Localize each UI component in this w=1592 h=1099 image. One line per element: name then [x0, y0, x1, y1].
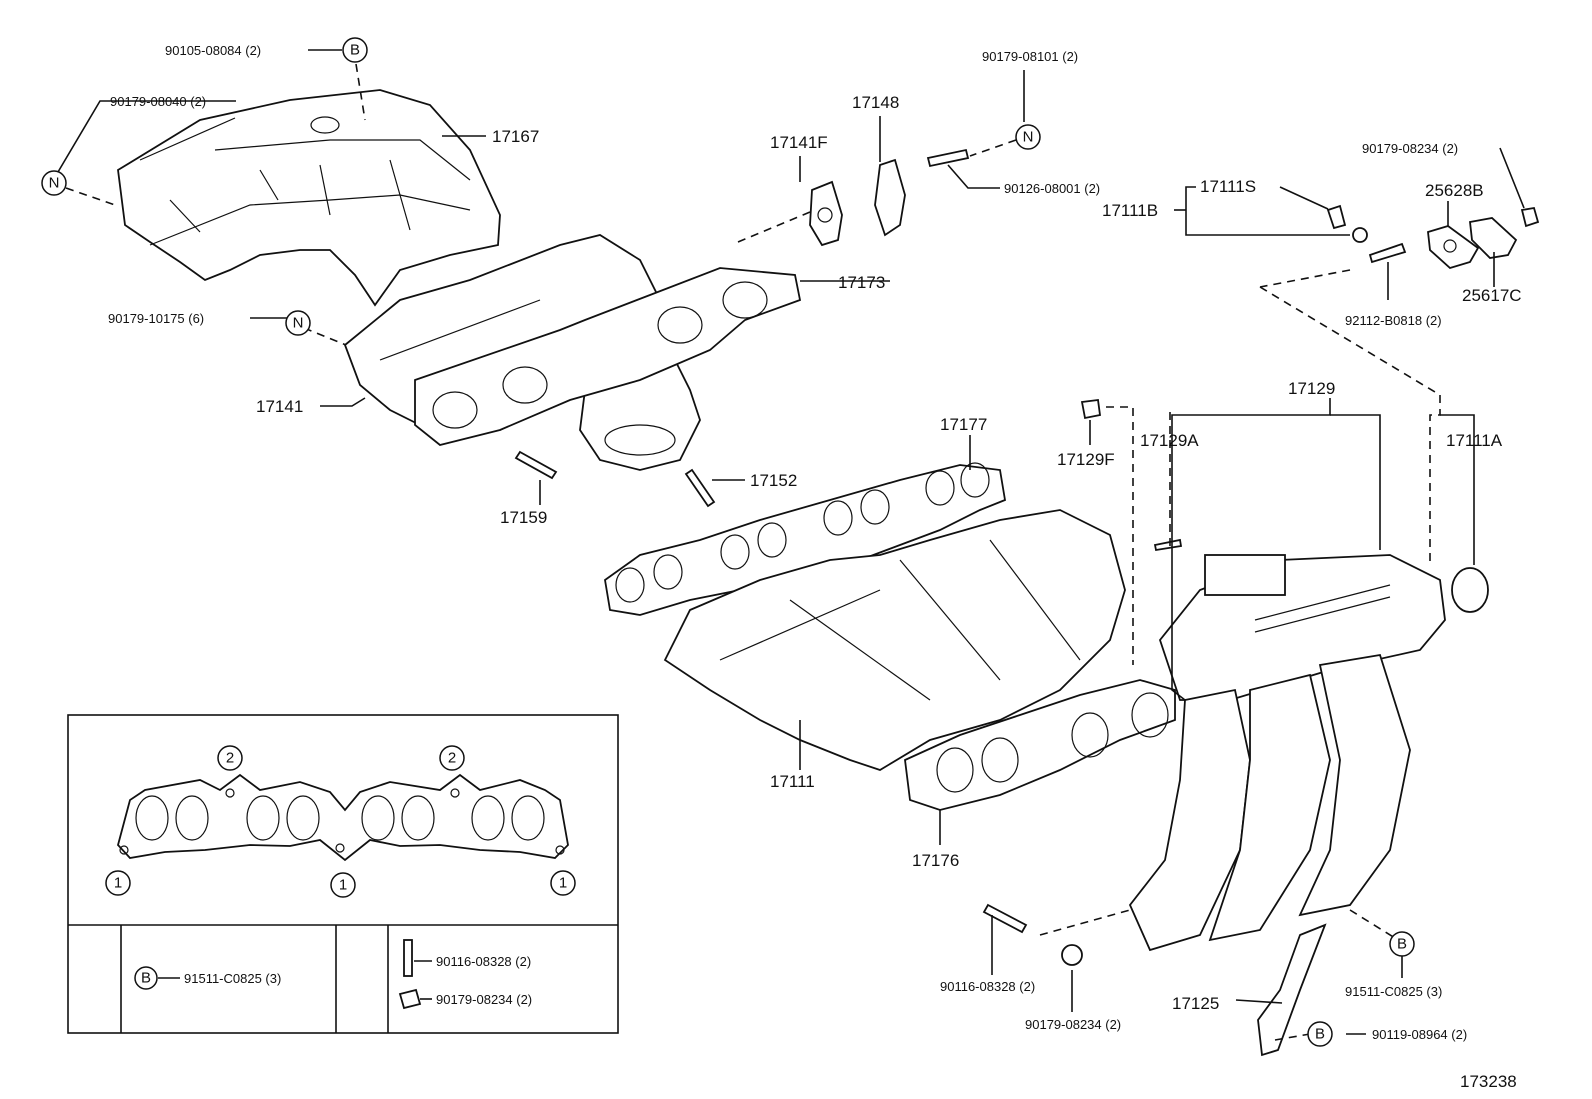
label-90179-08040: 90179-08040 (2) [110, 94, 206, 109]
label-17125: 17125 [1172, 994, 1219, 1013]
exhaust-manifold-heat-insulator [117, 89, 501, 307]
label-90179-08101: 90179-08101 (2) [982, 49, 1078, 64]
label-17141: 17141 [256, 397, 303, 416]
leader-lines [57, 49, 1525, 1041]
marker-b-right: B [1389, 931, 1415, 957]
manifold-stay-17125-part [1257, 923, 1327, 1057]
label-25628b: 25628B [1425, 181, 1484, 200]
inset-sequence-1-left: 1 [105, 870, 131, 896]
label-90179-10175: 90179-10175 (6) [108, 311, 204, 326]
label-90119-08964: 90119-08964 (2) [1372, 1027, 1467, 1042]
stud-90126-part [926, 148, 970, 168]
label-92112-b0818: 92112-B0818 (2) [1345, 313, 1442, 328]
label-17111b: 17111B [1102, 201, 1158, 220]
stud-92112-part [1368, 242, 1407, 264]
label-25617c: 25617C [1462, 286, 1522, 305]
label-17176: 17176 [912, 851, 959, 870]
plate-25617c-part [1469, 217, 1518, 259]
nut-90179-08234-bottom-part [1061, 944, 1083, 966]
exhaust-manifold-gasket-17173 [414, 267, 802, 446]
svg-text:N: N [49, 175, 60, 192]
plug-17111s-part [1326, 204, 1368, 243]
inset-label-91511: 91511-C0825 (3) [184, 971, 281, 986]
svg-text:B: B [350, 42, 360, 59]
svg-text:1: 1 [559, 875, 567, 892]
label-17111s: 17111S [1200, 177, 1256, 196]
label-17177: 17177 [940, 415, 987, 434]
svg-text:N: N [293, 315, 304, 332]
stud-17159-part [514, 450, 558, 480]
svg-text:N: N [1023, 129, 1034, 146]
label-17129f: 17129F [1057, 450, 1115, 469]
diagram-number: 173238 [1460, 1072, 1517, 1091]
gasket-17141f-part [809, 180, 843, 247]
label-17129a: 17129A [1140, 431, 1199, 450]
svg-text:B: B [141, 970, 151, 987]
inset-stud-icon: 90116-08328 (2) [403, 939, 531, 977]
svg-text:2: 2 [226, 750, 234, 767]
inset-nut-icon: 90179-08234 (2) [398, 988, 532, 1010]
label-17159: 17159 [500, 508, 547, 527]
label-17148: 17148 [852, 93, 899, 112]
label-17173: 17173 [838, 273, 885, 292]
inset-marker-b: B 91511-C0825 (3) [134, 966, 281, 990]
label-90179-08234-top: 90179-08234 (2) [1362, 141, 1458, 156]
marker-b-bottom: B [1307, 1021, 1333, 1047]
inset-box: 2 2 1 1 1 B 91511-C0825 (3) 90116-08328 … [67, 714, 619, 1034]
label-91511-c0825-right: 91511-C0825 (3) [1345, 984, 1442, 999]
label-17152: 17152 [750, 471, 797, 490]
plate-17148-part [874, 158, 906, 237]
marker-n-left: N [41, 170, 67, 196]
inset-sequence-1-right: 1 [550, 870, 576, 896]
label-17111: 17111 [770, 772, 815, 791]
label-17141f: 17141F [770, 133, 828, 152]
marker-b-top: B [342, 37, 368, 63]
part-labels: 90105-08084 (2) 90179-08040 (2) 17167 90… [108, 43, 1522, 1091]
inset-gasket [117, 773, 569, 862]
svg-text:B: B [1397, 936, 1407, 953]
label-90105-08084: 90105-08084 (2) [165, 43, 261, 58]
svg-text:1: 1 [114, 875, 122, 892]
label-90116-08328-bottom: 90116-08328 (2) [940, 979, 1035, 994]
inset-sequence-1-middle: 1 [330, 872, 356, 898]
svg-text:2: 2 [448, 750, 456, 767]
label-90179-08234-bottom: 90179-08234 (2) [1025, 1017, 1121, 1032]
bolt-17129f-part [1080, 398, 1102, 420]
intake-manifold-gasket-17177 [604, 462, 1007, 616]
pin-17129a-part [1153, 538, 1183, 552]
label-90126-08001: 90126-08001 (2) [1004, 181, 1100, 196]
inset-sequence-2-left: 2 [217, 745, 243, 771]
intake-manifold [663, 509, 1489, 952]
marker-n-middle: N [285, 310, 311, 336]
stud-17152-part [684, 468, 716, 508]
svg-text:1: 1 [339, 877, 347, 894]
inset-sequence-2-right: 2 [439, 745, 465, 771]
label-17129: 17129 [1288, 379, 1335, 398]
inset-label-90116: 90116-08328 (2) [436, 954, 531, 969]
label-17167: 17167 [492, 127, 539, 146]
inset-label-90179: 90179-08234 (2) [436, 992, 532, 1007]
marker-n-top-right: N [1015, 124, 1041, 150]
nut-90179-08234-top-part [1520, 206, 1540, 228]
stud-90116-bottom-part [982, 903, 1028, 934]
label-17111a: 17111A [1446, 431, 1503, 450]
svg-text:B: B [1315, 1026, 1325, 1043]
